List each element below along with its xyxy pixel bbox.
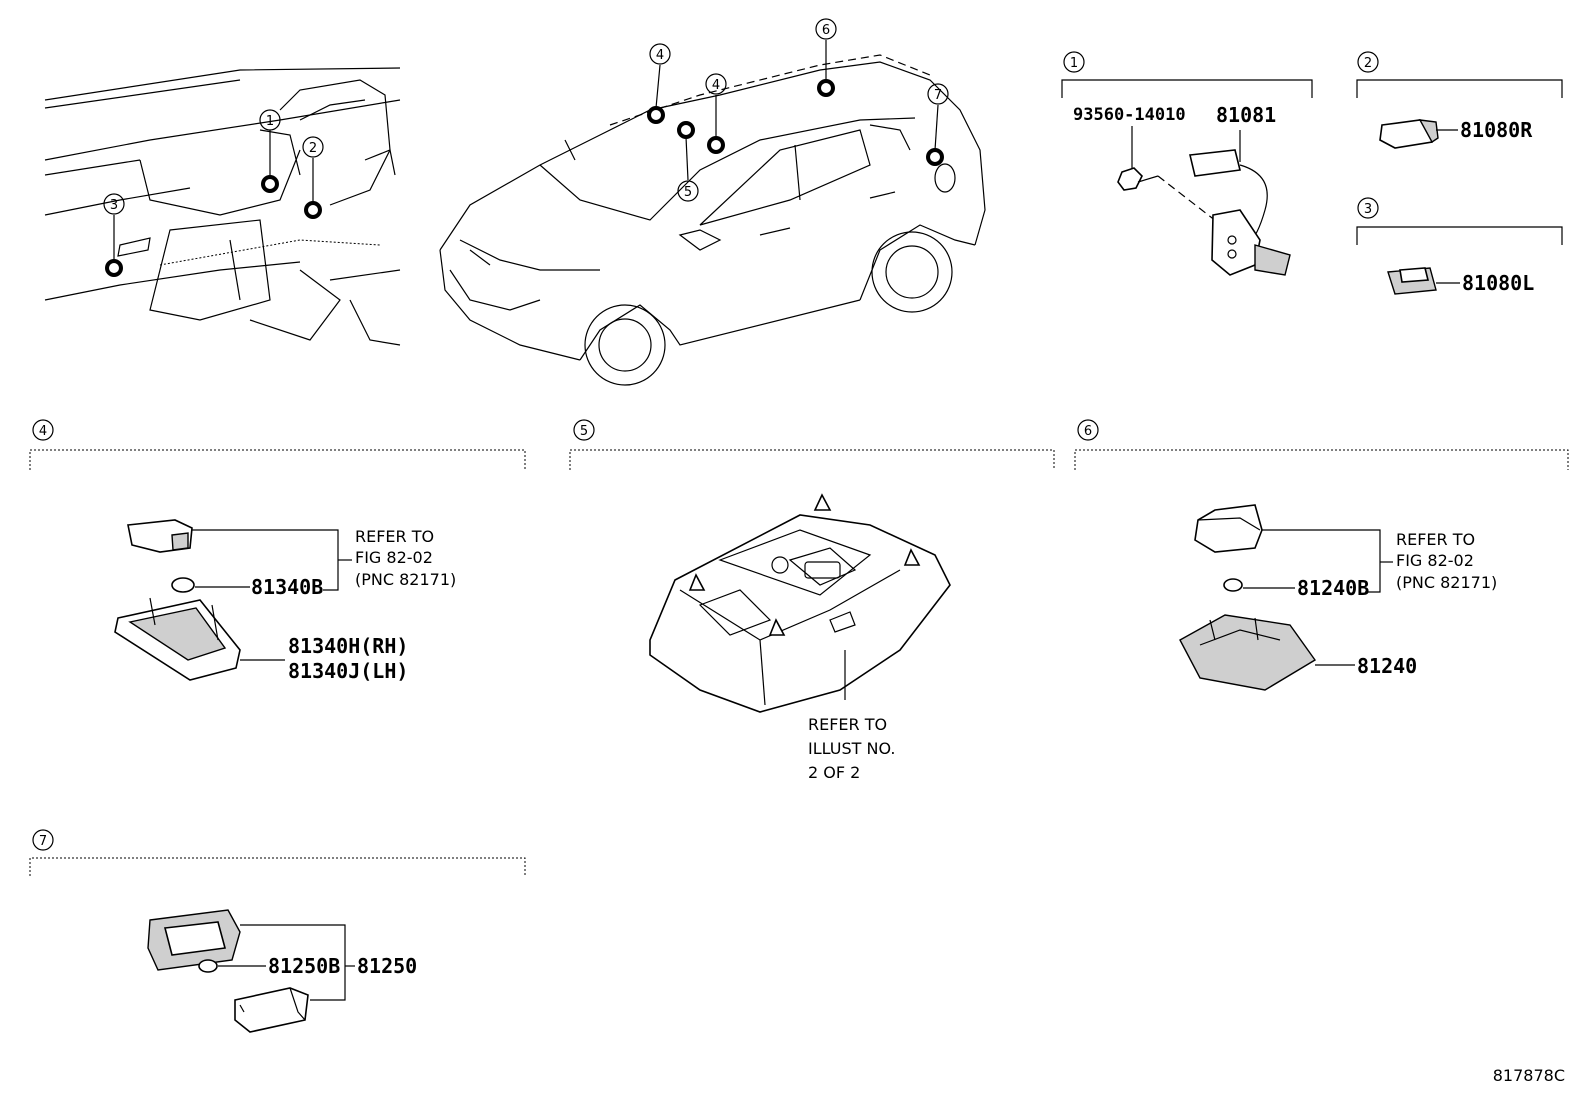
svg-text:6: 6	[1084, 424, 1092, 439]
location-marker-4a	[647, 106, 665, 124]
lamp-81250: 81250	[357, 954, 417, 978]
refer-illust-line2: ILLUST NO.	[808, 739, 895, 758]
svg-text:(PNC 82171): (PNC 82171)	[355, 570, 456, 589]
svg-text:REFER TO: REFER TO	[1396, 530, 1475, 549]
callout-7: 7	[927, 83, 949, 105]
part-81080R: 81080R	[1460, 118, 1533, 142]
wire-part-number: 81081	[1216, 103, 1276, 127]
svg-text:1: 1	[266, 114, 274, 129]
svg-text:2: 2	[309, 141, 317, 156]
svg-text:4: 4	[39, 424, 47, 439]
location-marker-1	[261, 175, 279, 193]
callout-6: 6	[815, 18, 837, 40]
bolt-part-number: 93560-14010	[1073, 105, 1186, 125]
illustration-code: 817878C	[1493, 1066, 1565, 1085]
section-3: 3 81080L	[1356, 197, 1563, 295]
svg-text:FIG 82-02: FIG 82-02	[1396, 551, 1474, 570]
vehicle-illustration	[439, 54, 986, 386]
section-1: 1 93560-14010 81081	[1061, 51, 1313, 276]
location-marker-5	[677, 121, 695, 139]
svg-text:4: 4	[712, 78, 720, 93]
part-81080L: 81080L	[1462, 271, 1534, 295]
svg-text:5: 5	[580, 424, 588, 439]
location-marker-4b	[707, 136, 725, 154]
svg-text:(PNC 82171): (PNC 82171)	[1396, 573, 1497, 592]
callout-5: 5	[677, 180, 699, 202]
location-marker-3	[105, 259, 123, 277]
callout-3: 3	[103, 193, 125, 215]
bulb-81250B: 81250B	[268, 954, 340, 978]
svg-text:5: 5	[684, 185, 692, 200]
refer-illust-line1: REFER TO	[808, 715, 887, 734]
svg-text:7: 7	[934, 88, 942, 103]
section-6: 6 81240B REFER TO FIG 82-02 (PNC 82171) …	[1074, 419, 1569, 691]
svg-text:FIG 82-02: FIG 82-02	[355, 548, 433, 567]
svg-text:4: 4	[656, 48, 664, 63]
svg-text:3: 3	[1364, 202, 1372, 217]
section-5: 5 REFER TO ILLUST NO. 2 OF 2	[569, 419, 1055, 782]
callout-1: 1	[259, 109, 281, 131]
svg-text:2: 2	[1364, 56, 1372, 71]
callout-4b: 4	[705, 73, 727, 95]
svg-text:6: 6	[822, 23, 830, 38]
callout-2: 2	[302, 136, 324, 158]
bulb-81240B: 81240B	[1297, 576, 1369, 600]
lamp-81340H-RH: 81340H(RH)	[288, 634, 408, 658]
bulb-81340B: 81340B	[251, 575, 323, 599]
dashboard-illustration	[44, 67, 401, 346]
section-7: 7 81250B 81250	[29, 829, 526, 1033]
svg-text:1: 1	[1070, 56, 1078, 71]
section-4: 4 81340B REFER TO FIG 82-02 (PNC 82171) …	[29, 419, 526, 683]
refer-illust-line3: 2 OF 2	[808, 763, 860, 782]
svg-text:3: 3	[110, 198, 118, 213]
svg-text:7: 7	[39, 834, 47, 849]
location-marker-6	[817, 79, 835, 97]
lamp-81240: 81240	[1357, 654, 1417, 678]
lamp-81340J-LH: 81340J(LH)	[288, 659, 408, 683]
location-marker-2	[304, 201, 322, 219]
location-marker-7	[926, 148, 944, 166]
svg-text:REFER TO: REFER TO	[355, 527, 434, 546]
callout-4a: 4	[649, 43, 671, 65]
section-2: 2 81080R	[1356, 51, 1563, 149]
